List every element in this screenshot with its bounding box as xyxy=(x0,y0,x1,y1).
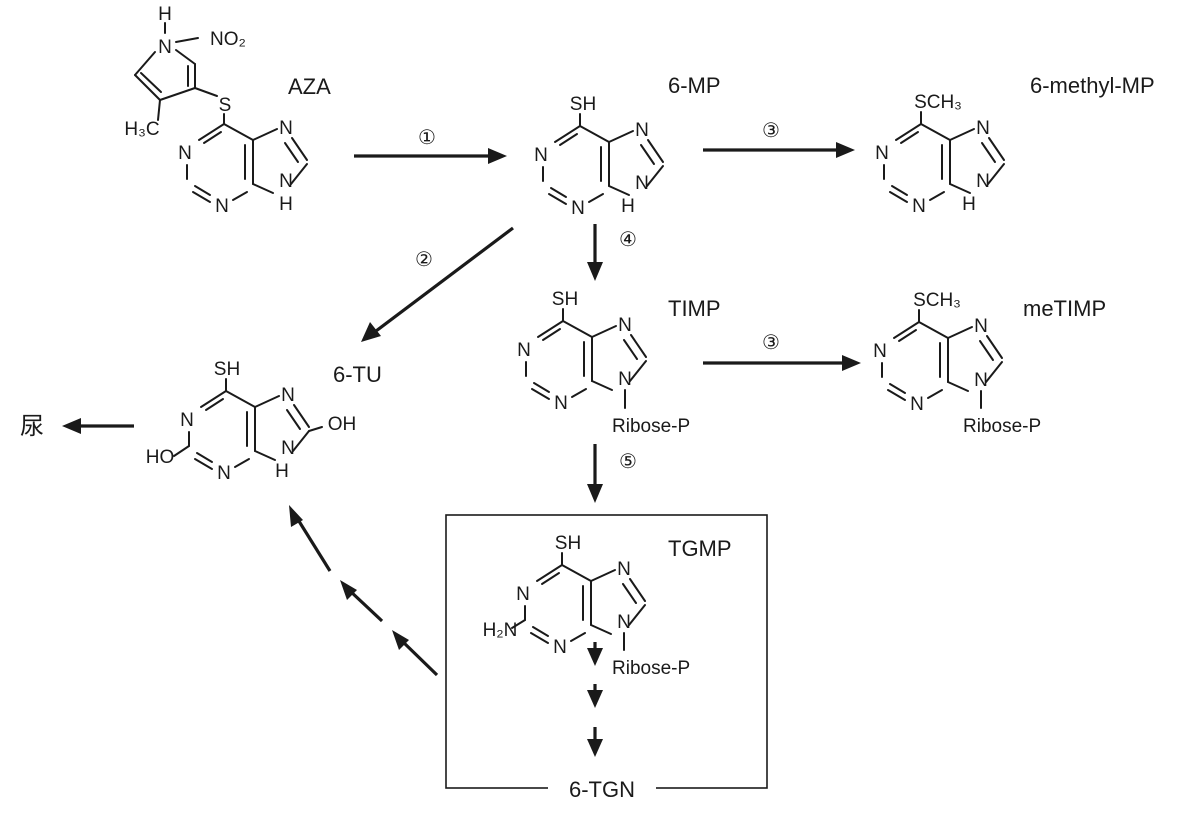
tgmp-label: TGMP xyxy=(668,536,732,561)
tgn6-label: 6-TGN xyxy=(569,777,635,802)
arrow-tgn-chain xyxy=(587,642,603,757)
svg-text:SH: SH xyxy=(570,94,596,115)
aza-label: AZA xyxy=(288,74,331,99)
step4-marker: ④ xyxy=(619,229,637,251)
svg-text:H₃C: H₃C xyxy=(124,119,159,140)
svg-text:SH: SH xyxy=(552,289,578,310)
svg-text:Ribose-P: Ribose-P xyxy=(963,416,1041,437)
svg-text:SCH₃: SCH₃ xyxy=(914,92,962,113)
timp-label: TIMP xyxy=(668,296,721,321)
tu6-structure: SH HO OH N H xyxy=(146,359,357,484)
svg-text:N: N xyxy=(158,37,172,58)
arrow-tgn-to-tu xyxy=(289,505,439,677)
svg-text:S: S xyxy=(219,95,232,116)
svg-text:HO: HO xyxy=(146,447,175,468)
svg-text:N: N xyxy=(281,438,295,459)
svg-text:N: N xyxy=(617,612,631,633)
svg-text:OH: OH xyxy=(328,414,357,435)
methylmp-label: 6-methyl-MP xyxy=(1030,73,1155,98)
svg-text:H₂N: H₂N xyxy=(483,620,518,641)
arrow-step4 xyxy=(587,224,603,281)
tgmp-structure: SH H₂N N Ribose-P xyxy=(483,533,691,679)
arrow-step3-bottom xyxy=(703,355,861,371)
tu6-label: 6-TU xyxy=(333,362,382,387)
mp6-label: 6-MP xyxy=(668,73,721,98)
arrow-step2 xyxy=(361,226,514,342)
svg-text:SH: SH xyxy=(555,533,581,554)
timp-structure: SH N Ribose-P xyxy=(517,289,690,437)
svg-text:H: H xyxy=(962,194,976,215)
mp6-structure: SH N H xyxy=(534,94,664,219)
svg-text:SH: SH xyxy=(214,359,240,380)
svg-text:N: N xyxy=(635,173,649,194)
aza-structure: H N NO₂ H₃C S N H xyxy=(124,4,308,217)
metimp-structure: SCH₃ N Ribose-P xyxy=(873,290,1041,437)
svg-text:SCH₃: SCH₃ xyxy=(913,290,961,311)
svg-text:H: H xyxy=(621,196,635,217)
svg-text:N: N xyxy=(976,171,990,192)
svg-text:Ribose-P: Ribose-P xyxy=(612,416,690,437)
urine-label: 尿 xyxy=(20,413,44,440)
svg-text:Ribose-P: Ribose-P xyxy=(612,658,690,679)
svg-text:H: H xyxy=(158,4,172,25)
step5-marker: ⑤ xyxy=(619,451,637,473)
arrow-to-urine xyxy=(62,418,134,434)
svg-text:N: N xyxy=(279,171,293,192)
svg-text:H: H xyxy=(275,461,289,482)
metimp-label: meTIMP xyxy=(1023,296,1106,321)
methylmp-structure: SCH₃ N H xyxy=(875,92,1005,217)
arrow-step3-top xyxy=(703,142,855,158)
svg-text:NO₂: NO₂ xyxy=(210,29,246,50)
svg-text:N: N xyxy=(618,369,632,390)
step3b-marker: ③ xyxy=(762,332,780,354)
step2-marker: ② xyxy=(415,249,433,271)
step3a-marker: ③ xyxy=(762,120,780,142)
step1-marker: ① xyxy=(418,127,436,149)
arrow-step5 xyxy=(587,444,603,503)
arrow-step1 xyxy=(354,148,507,164)
svg-text:N: N xyxy=(974,370,988,391)
svg-text:H: H xyxy=(279,194,293,215)
